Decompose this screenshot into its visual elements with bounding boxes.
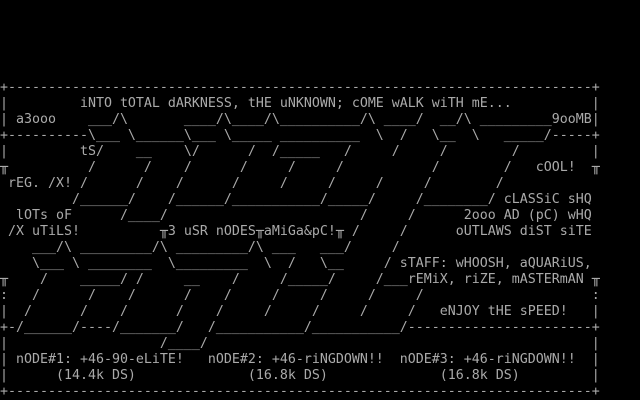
logo-art-line: ╥ / / / / / / / / cOOL! ╥ (0, 160, 600, 175)
bottom-border: +---------------------------------------… (0, 384, 600, 399)
logo-art-line: | tS/ __ \/ / /_____ / / / / | (0, 144, 600, 159)
logo-art-line: /______/ /______/___________/_____/ /___… (0, 192, 592, 207)
footer-divider: +-/______/----/_______/ /___________/___… (0, 320, 600, 335)
node-numbers: | nODE#1: +46-90-eLiTE! nODE#2: +46-riNG… (0, 352, 600, 367)
header-art-line: | a3ooo ___/\ ____/\____/\__________/\ _… (0, 112, 600, 127)
header-divider: +----------\___ \______\___ \_____ _____… (0, 128, 600, 143)
logo-art-line: : / / / / / / / / / : (0, 288, 600, 303)
tagline: | iNTO tOTAL dARKNESS, tHE uNKNOWN; cOME… (0, 96, 600, 111)
logo-art-line: lOTs oF /____/ / / 2ooo AD (pC) wHQ (0, 208, 592, 223)
enjoy-line: | / / / / / / / / / eNJOY tHE sPEED! | (0, 304, 600, 319)
logo-art-line: rEG. /X! / / / / / / / / / (0, 176, 504, 191)
staff-line: \___ \ ________ \_________ \ / \__ / sTA… (0, 256, 592, 271)
top-border: +---------------------------------------… (0, 80, 600, 95)
staff-line: ╥ / _____/ / __ / /_____/ /___rEMiX, riZ… (0, 272, 600, 287)
footer-art-line: | /____/ | (0, 336, 600, 351)
node-speeds: | (14.4k DS) (16.8k DS) (16.8k DS) | (0, 368, 600, 383)
logo-art-line: /X uTiLS! ╥3 uSR nODES╥aMiGa&pC!╥ / / oU… (0, 224, 592, 239)
logo-art-line: ___/\ _________/\ _________/\ ___ ___/ / (0, 240, 400, 255)
